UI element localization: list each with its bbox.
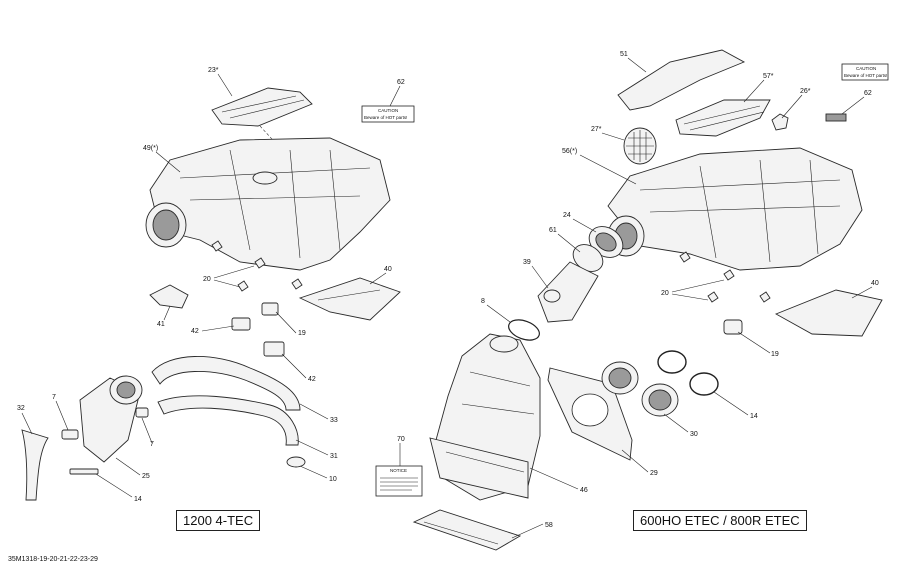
part-58-pad [412,509,522,551]
callout-right-2: 57* [763,73,774,80]
part-51-duct [617,49,746,111]
part-20-clips [211,240,303,292]
part-41-bracket [149,284,189,309]
part-10-clamp [286,456,306,468]
callout-left-3: 49(*) [143,145,158,152]
part-31-hose [157,395,299,446]
callout-right-3: 26* [800,88,811,95]
callout-right-9: 39 [523,259,531,266]
callout-right-16: 30 [690,431,698,438]
callout-left-15: 25 [142,473,150,480]
caution-title: CAUTION [378,108,398,113]
callout-left-6: 41 [157,321,165,328]
part-46-airbox [429,333,541,501]
part-57-cover [675,99,771,137]
callout-right-17: 29 [650,470,658,477]
callout-right-19: 58 [545,522,553,529]
caution-title-right: CAUTION [856,66,876,71]
model-label-left: 1200 4-TEC [176,510,261,531]
notice-title: NOTICE [390,468,407,473]
callout-left-17: 14 [134,496,142,503]
callout-left-13: 7 [150,441,154,448]
callout-right-4: 62 [864,90,872,97]
part-19-grommet-right [723,319,743,335]
part-33-hose [151,356,301,411]
callout-right-1: 51 [620,51,628,58]
part-32-hose [21,429,49,501]
drawing-code: 35M1318-19-20-21-22-23-29 [8,556,98,563]
part-40-plate-right [774,289,883,337]
callout-right-10: 8 [481,298,485,305]
callout-left-8: 19 [298,330,306,337]
callout-left-12: 7 [52,394,56,401]
callout-right-11: 20 [661,290,669,297]
part-62-caution-label-right: CAUTION Beware of HOT parts! [825,63,889,122]
part-20-clips-right [679,251,771,303]
caution-text-right: Beware of HOT parts! [844,73,887,78]
callout-left-1: 23* [208,67,219,74]
callout-left-11: 32 [17,405,25,412]
callout-right-5: 27* [591,126,602,133]
part-8-o-ring [508,319,540,341]
part-23-cover [211,87,313,127]
part-42-holder [231,317,285,357]
callout-left-5: 40 [384,266,392,273]
part-30-coupler [601,361,679,417]
part-19-grommet [261,302,279,316]
callout-right-12: 40 [871,280,879,287]
part-70-notice-label: NOTICE [375,465,423,497]
part-25-throttle-body [79,375,143,463]
part-14-clamps-right [657,350,719,396]
part-62-caution-label: CAUTION Beware of HOT parts! [361,105,415,123]
part-26-fastener [771,113,789,131]
part-7-coupler [61,407,149,440]
callout-left-16: 10 [329,476,337,483]
part-40-plate [298,277,401,321]
callout-right-6: 56(*) [562,148,577,155]
part-14-bolt [69,468,99,475]
callout-left-7: 42 [191,328,199,335]
callout-left-4: 20 [203,276,211,283]
callout-right-15: 14 [750,413,758,420]
callout-right-13: 19 [771,351,779,358]
callout-left-9: 42 [308,376,316,383]
caution-text: Beware of HOT parts! [364,115,407,120]
callout-right-8: 61 [549,227,557,234]
part-49-air-silencer [145,137,391,271]
part-39-intake-tube [537,261,599,323]
part-27-screen [623,127,657,165]
callout-right-14: 70 [397,436,405,443]
callout-left-2: 62 [397,79,405,86]
callout-left-10: 33 [330,417,338,424]
callout-right-18: 46 [580,487,588,494]
part-56-air-silencer [607,147,863,271]
callout-left-14: 31 [330,453,338,460]
callout-right-7: 24 [563,212,571,219]
model-label-right: 600HO ETEC / 800R ETEC [633,510,807,531]
